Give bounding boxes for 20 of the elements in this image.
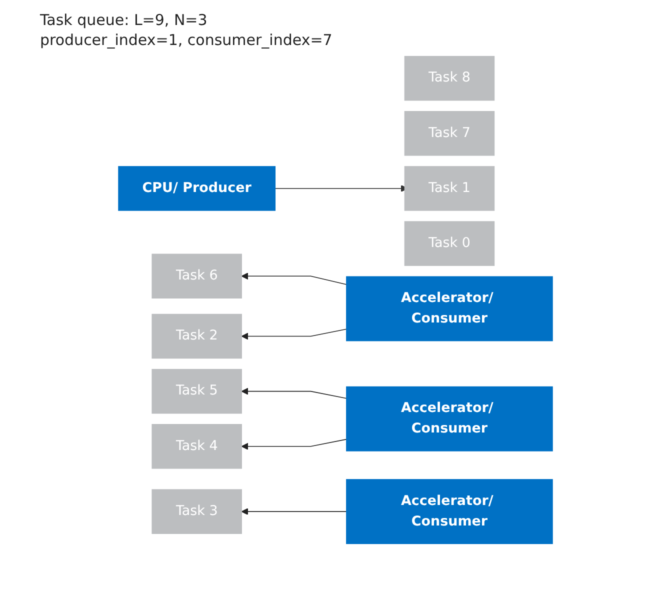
task-box: Task 4 xyxy=(152,424,242,469)
arrow xyxy=(241,272,347,285)
task-box: Task 5 xyxy=(152,368,242,414)
processor-box: Accelerator/ Consumer xyxy=(346,386,553,452)
diagram-title: Task queue: L=9, N=3 xyxy=(40,10,208,30)
task-box: Task 3 xyxy=(152,489,242,534)
arrow xyxy=(241,438,347,450)
arrow xyxy=(241,328,347,340)
note-text: producer_index=1, consumer_index=7 xyxy=(40,30,334,50)
task-box: Task 2 xyxy=(152,314,242,359)
task-box: Task 7 xyxy=(404,111,495,156)
task-box: Task 1 xyxy=(404,166,495,211)
processor-box: Accelerator/ Consumer xyxy=(346,479,553,544)
arrow xyxy=(241,508,347,516)
task-box: Task 8 xyxy=(404,56,495,101)
task-box: Task 0 xyxy=(404,221,495,266)
arrow xyxy=(241,388,347,399)
processor-box: CPU/ Producer xyxy=(118,166,276,211)
processor-box: Accelerator/ Consumer xyxy=(346,276,553,342)
task-box: Task 6 xyxy=(152,254,242,299)
